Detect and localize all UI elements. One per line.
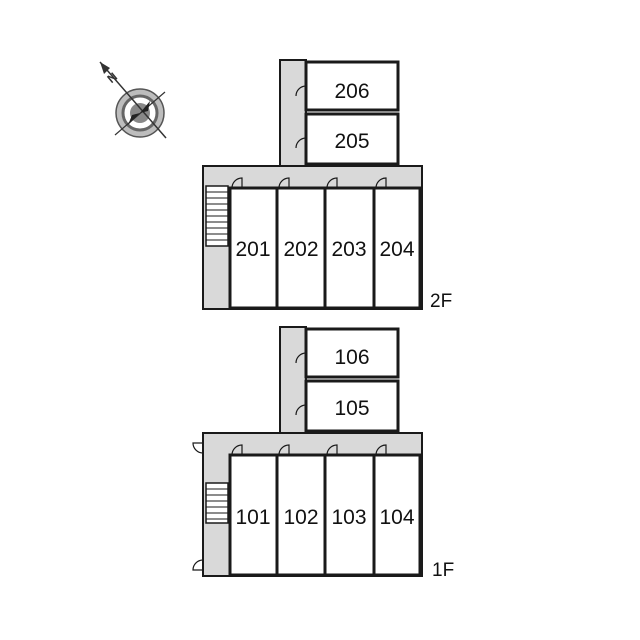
floor-label-2f: 2F (430, 291, 452, 312)
unit-label-203: 203 (331, 238, 366, 261)
unit-label-101: 101 (235, 506, 270, 529)
unit-label-206: 206 (334, 80, 369, 103)
unit-label-204: 204 (379, 238, 414, 261)
unit-105 (304, 379, 400, 433)
unit-102 (275, 453, 327, 577)
unit-label-202: 202 (283, 238, 318, 261)
floor-2f: 206 205 201 202 203 204 2F (202, 59, 452, 312)
floor-1f: 106 105 101 102 103 104 1F (192, 326, 454, 581)
floor-label-1f: 1F (432, 560, 454, 581)
unit-204 (372, 186, 422, 310)
unit-label-104: 104 (379, 506, 414, 529)
unit-104 (372, 453, 422, 577)
unit-103 (323, 453, 376, 577)
unit-label-105: 105 (334, 397, 369, 420)
unit-label-106: 106 (334, 346, 369, 369)
door-icon (231, 85, 387, 189)
stairs-1f (205, 482, 229, 524)
unit-label-102: 102 (283, 506, 318, 529)
unit-203 (323, 186, 376, 310)
unit-label-103: 103 (331, 506, 366, 529)
compass-rose-icon: N (99, 61, 167, 139)
unit-202 (275, 186, 327, 310)
unit-label-201: 201 (235, 238, 270, 261)
stairs-2f (205, 185, 229, 247)
unit-205 (304, 112, 400, 166)
unit-label-205: 205 (334, 130, 369, 153)
unit-206 (304, 60, 400, 112)
door-icon (192, 352, 387, 571)
